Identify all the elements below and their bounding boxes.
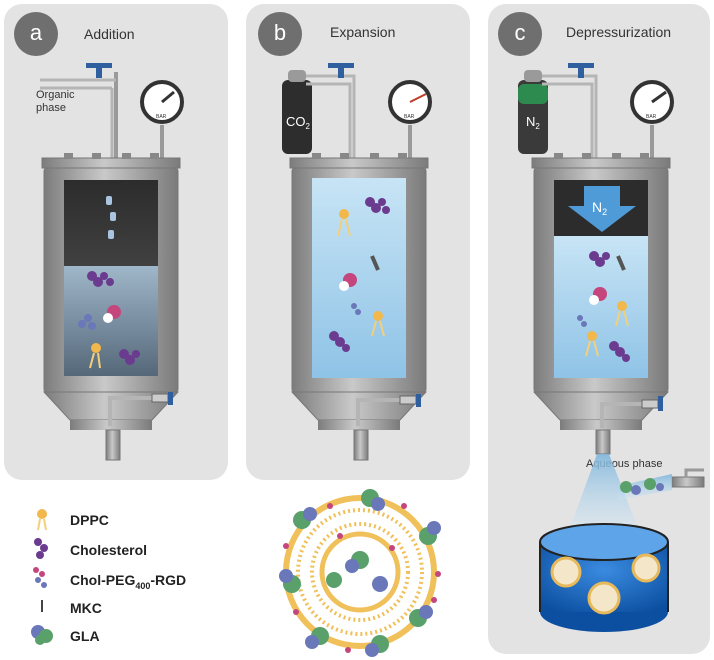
organic-phase-label: Organic [36, 89, 75, 101]
molecules-a [78, 271, 140, 369]
panel-a-title: Addition [84, 26, 135, 42]
legend-dppc-label: DPPC [70, 512, 109, 528]
molecules-c [577, 251, 630, 362]
n2-sub: 2 [535, 122, 540, 131]
liposome-cross-section [279, 489, 441, 657]
n2-arrow-label: N [592, 199, 602, 215]
valve-a-handle [86, 63, 112, 68]
gauge-a-unit: BAR [156, 114, 167, 120]
molecules-b [329, 197, 390, 352]
legend-chol-peg-rgd-label: Chol-PEG400-RGD [70, 572, 186, 591]
legend-cholesterol-icon [34, 538, 48, 559]
legend-dppc-icon [37, 509, 47, 531]
liposomes-in-bath [550, 553, 661, 615]
legend-cholesterol-label: Cholesterol [70, 542, 148, 558]
co2-sub: 2 [306, 122, 311, 131]
n2-arrow [568, 186, 636, 232]
panel-b-badge: b [258, 12, 302, 56]
panel-b-title: Expansion [330, 24, 396, 40]
vessel-b: CO2 BAR [282, 63, 432, 461]
legend-mkc-label: MKC [70, 600, 102, 616]
vessel-a: Organic phase BAR [36, 63, 184, 461]
legend-chol-peg-rgd-icon [33, 567, 47, 588]
n2-arrow-sub: 2 [602, 207, 607, 217]
legend-chol-peg-sub: 400 [135, 580, 151, 591]
legend-chol-peg-main: Chol-PEG [70, 572, 136, 588]
co2-label: CO [286, 114, 306, 129]
co2-cylinder [282, 80, 312, 154]
svg-text:N2: N2 [592, 199, 607, 217]
nanovesicles-stream [620, 478, 664, 495]
panel-c-title: Depressurization [566, 24, 672, 40]
panel-c-badge: c [498, 12, 542, 56]
legend-gla-label: GLA [70, 628, 100, 644]
organic-phase-label-2: phase [36, 102, 66, 114]
gauge-c-unit: BAR [646, 114, 657, 120]
legend-gla-icon [31, 625, 53, 645]
svg-text:CO2: CO2 [286, 114, 311, 131]
legend-chol-peg-tail: -RGD [150, 572, 187, 588]
svg-text:N2: N2 [526, 114, 540, 131]
panel-a-badge: a [14, 12, 58, 56]
legend [31, 509, 53, 645]
vessel-c: N2 BAR N2 [518, 63, 705, 632]
n2-label: N [526, 114, 535, 129]
gauge-b-unit: BAR [404, 114, 415, 120]
